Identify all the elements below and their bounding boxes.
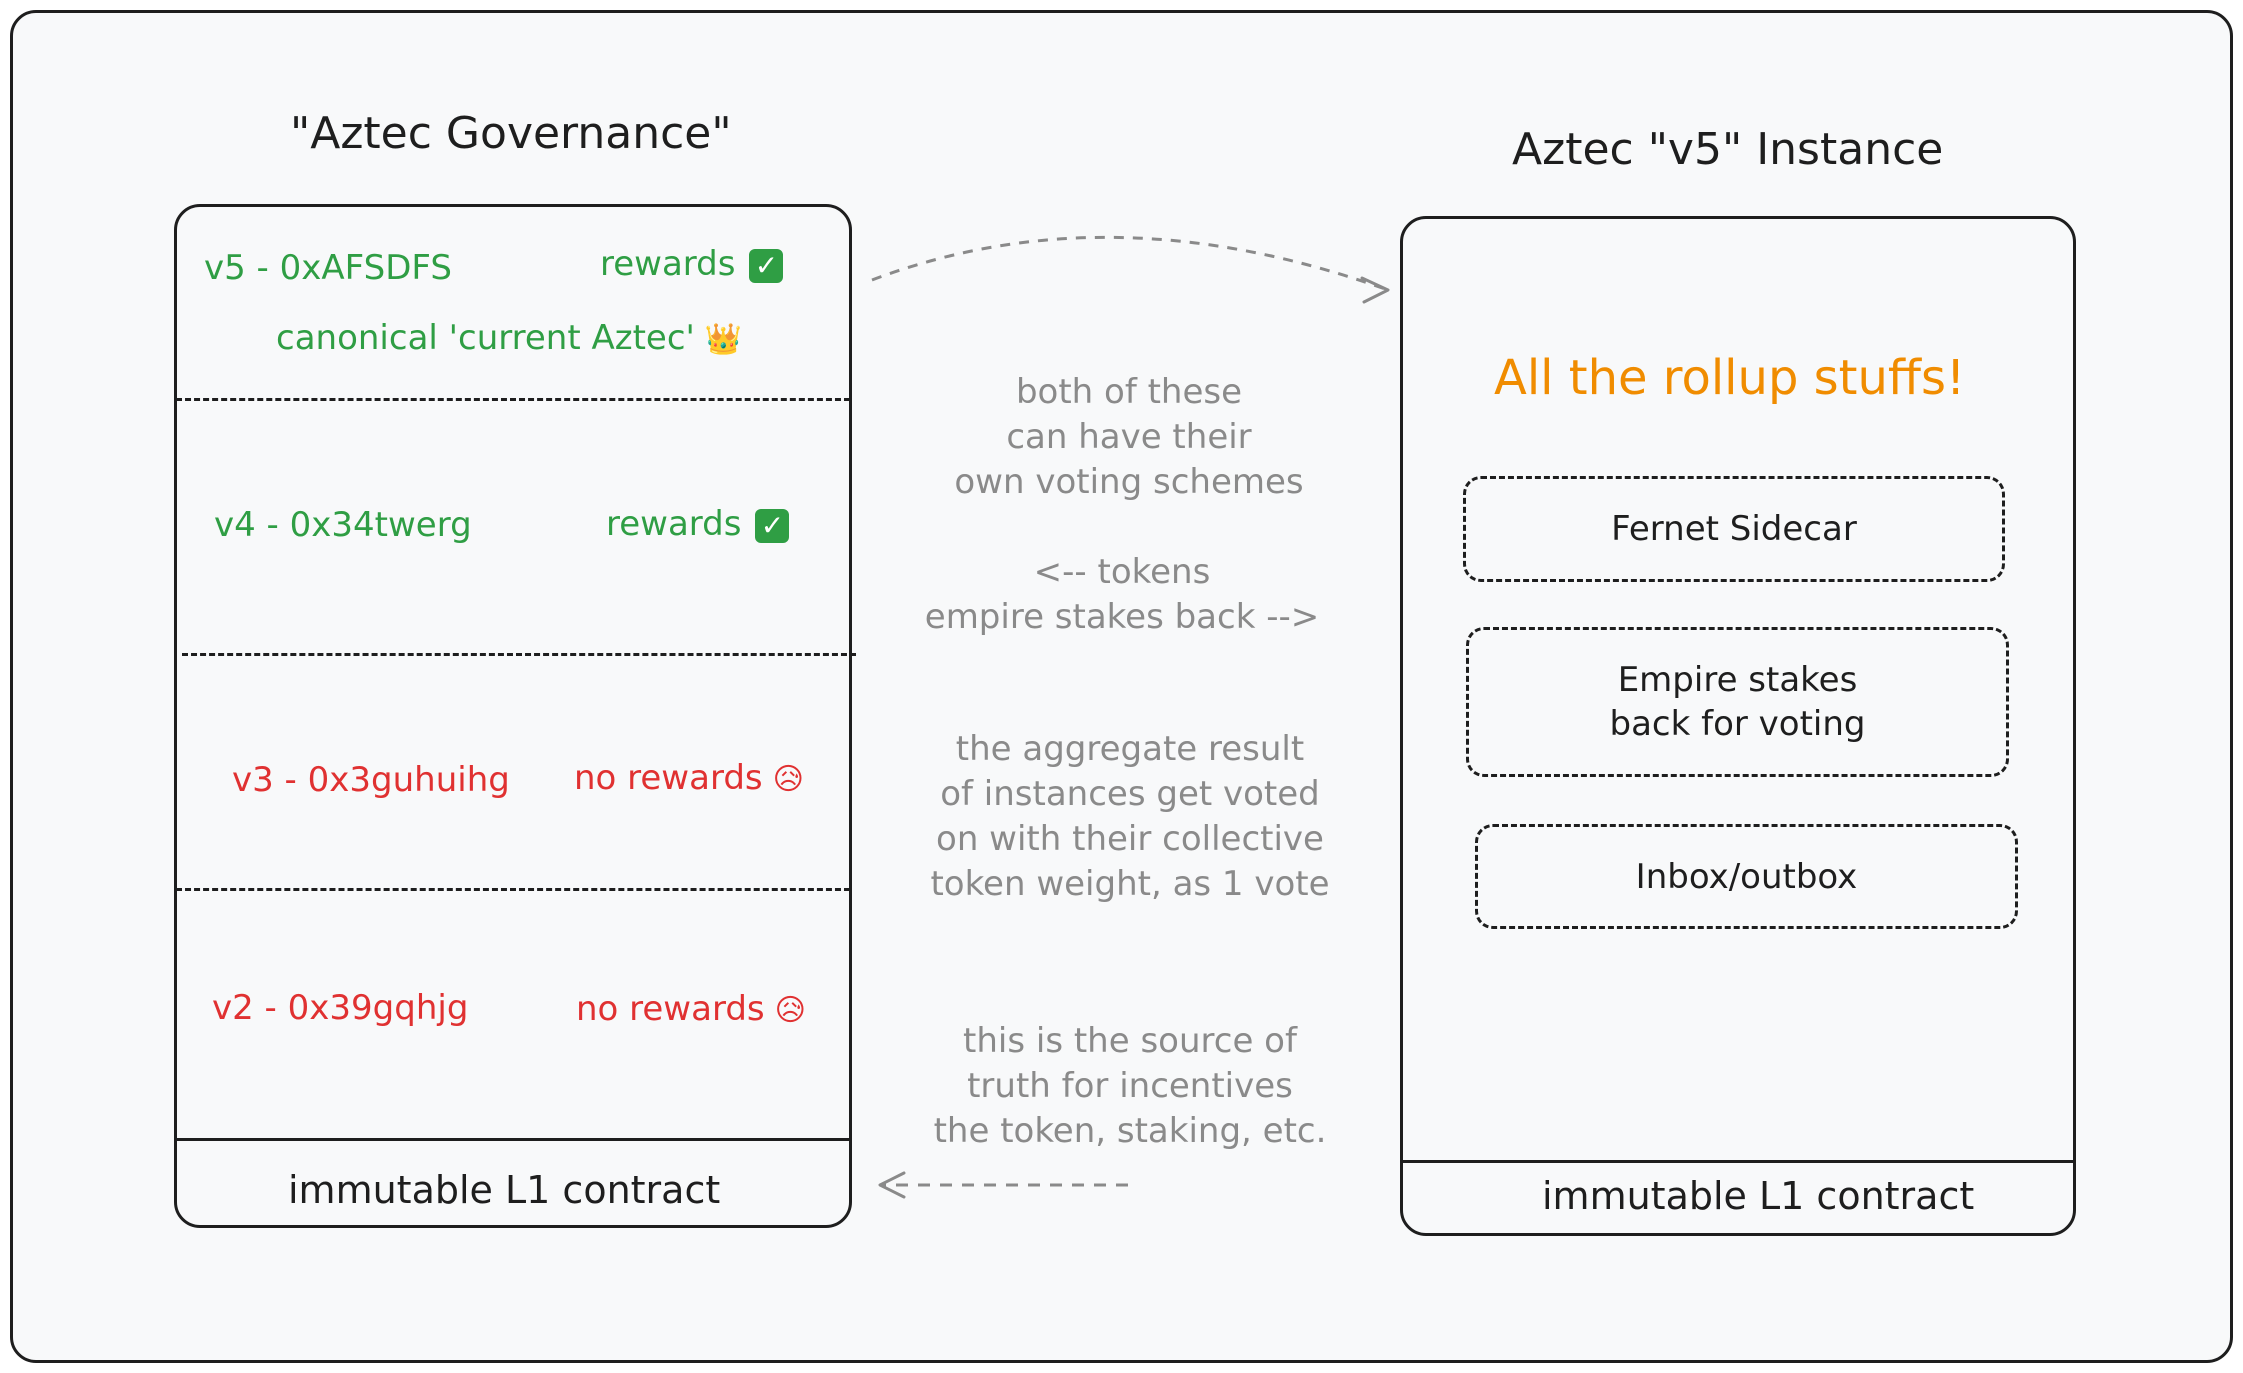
footer-divider bbox=[1402, 1160, 2074, 1163]
row-divider bbox=[176, 888, 850, 891]
aggregate-result-note: the aggregate result of instances get vo… bbox=[930, 729, 1330, 904]
reward-status: rewards✓ bbox=[606, 504, 790, 544]
arrowhead-right bbox=[1360, 276, 1390, 304]
row-divider bbox=[182, 653, 856, 656]
footer-divider bbox=[176, 1138, 850, 1141]
reward-status: rewards✓ bbox=[600, 244, 784, 284]
empire-stakes-box: Empire stakes back for voting bbox=[1466, 627, 2009, 777]
source-of-truth-note: this is the source of truth for incentiv… bbox=[933, 1021, 1327, 1151]
tokens-stakes-note: <-- tokens empire stakes back --> bbox=[924, 552, 1320, 637]
diagram-frame bbox=[10, 10, 2233, 1363]
check-icon: ✓ bbox=[749, 248, 784, 283]
version-label: v2 - 0x39gqhjg bbox=[212, 988, 469, 1028]
instance-footer: immutable L1 contract bbox=[1542, 1174, 1975, 1218]
fernet-sidecar-box: Fernet Sidecar bbox=[1463, 476, 2005, 582]
version-label: v4 - 0x34twerg bbox=[214, 505, 472, 545]
governance-title: "Aztec Governance" bbox=[290, 108, 732, 159]
instance-link-arrow bbox=[871, 235, 1389, 292]
version-label: v5 - 0xAFSDFS bbox=[204, 248, 452, 288]
reward-status: no rewards😥 bbox=[576, 989, 806, 1029]
sad-face-icon: 😥 bbox=[774, 993, 806, 1028]
check-icon: ✓ bbox=[755, 508, 790, 543]
crown-icon: 👑 bbox=[704, 322, 743, 357]
canonical-note: canonical 'current Aztec'👑 bbox=[276, 318, 743, 358]
arrowhead-left bbox=[878, 1171, 906, 1199]
instance-title: Aztec "v5" Instance bbox=[1512, 124, 1944, 175]
inbox-outbox-box: Inbox/outbox bbox=[1475, 824, 2018, 929]
rollup-headline: All the rollup stuffs! bbox=[1494, 350, 1966, 406]
voting-schemes-note: both of these can have their own voting … bbox=[954, 372, 1304, 502]
sad-face-icon: 😥 bbox=[772, 762, 804, 797]
row-divider bbox=[176, 398, 850, 401]
governance-footer: immutable L1 contract bbox=[288, 1168, 721, 1212]
governance-panel bbox=[174, 204, 852, 1228]
reward-status: no rewards😥 bbox=[574, 758, 804, 798]
instance-panel bbox=[1400, 216, 2076, 1236]
version-label: v3 - 0x3guhuihg bbox=[232, 760, 510, 800]
